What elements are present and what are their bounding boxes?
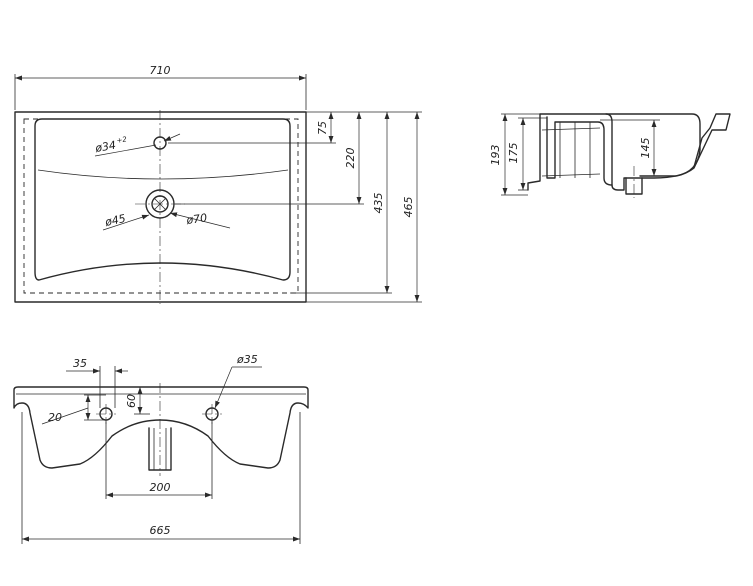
dim-label-drain-inner: ø45 (103, 212, 127, 229)
front-outline (13, 386, 309, 469)
dim-label-bracket-width: 35 (73, 357, 87, 370)
dim-label-bracket-height: 60 (125, 394, 138, 408)
sink-basin-inner (34, 118, 291, 281)
dim-label-base-width: 665 (150, 524, 171, 537)
hidden-edge-outline (23, 118, 299, 294)
section-outer-profile (527, 113, 731, 191)
dim-label-drain-offset: 220 (344, 148, 357, 169)
section-bowl-profile (605, 113, 701, 177)
dim-label-width: 710 (150, 64, 171, 77)
dim-label-depth-total: 465 (402, 197, 415, 218)
section-inner-profile (546, 116, 613, 186)
sink-outline (14, 111, 307, 303)
side-view: 193 175 145 (489, 113, 731, 198)
front-view: 35 20 60 ø35 200 665 (13, 353, 309, 544)
dim-label-height-total: 193 (489, 145, 502, 166)
dim-label-bracket-offset: 20 (48, 411, 62, 424)
drain-outer-circle (145, 189, 175, 219)
dim-label-bracket-hole: ø35 (236, 353, 258, 366)
dim-label-height-rim: 175 (507, 143, 520, 164)
dim-label-tap-offset: 75 (316, 121, 329, 135)
basin-slope-line (37, 169, 289, 180)
dim-label-tap-tolerance: +2 (116, 135, 128, 145)
dim-label-bowl-depth: 145 (639, 138, 652, 159)
drain-cross-2 (153, 197, 167, 211)
dim-label-depth-inner: 435 (372, 193, 385, 214)
dim-label-drain-outer: ø70 (185, 211, 208, 227)
dim-label-bracket-spacing: 200 (150, 481, 171, 494)
dim-label-tap-hole: ø34 (93, 139, 117, 156)
drain-inner-circle (151, 195, 169, 213)
tap-hole (153, 136, 167, 150)
top-view: 710 ø34 +2 ø45 ø70 75 220 435 465 (14, 64, 422, 304)
